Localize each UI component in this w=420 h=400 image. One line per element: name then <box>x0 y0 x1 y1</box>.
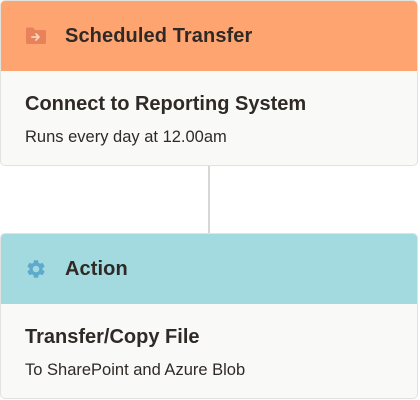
action-card-body: Transfer/Copy File To SharePoint and Azu… <box>1 304 417 380</box>
trigger-title: Connect to Reporting System <box>25 93 307 115</box>
trigger-card-body: Connect to Reporting System Runs every d… <box>1 71 417 147</box>
trigger-header-title: Scheduled Transfer <box>65 24 253 47</box>
action-card-header: Action <box>1 234 417 304</box>
folder-arrow-icon <box>25 25 47 47</box>
trigger-card[interactable]: Scheduled Transfer Connect to Reporting … <box>0 0 418 166</box>
action-card[interactable]: Action Transfer/Copy File To SharePoint … <box>0 233 418 399</box>
trigger-card-header: Scheduled Transfer <box>1 1 417 71</box>
action-title: Transfer/Copy File <box>25 326 200 348</box>
action-subtitle: To SharePoint and Azure Blob <box>25 361 246 379</box>
trigger-subtitle: Runs every day at 12.00am <box>25 128 227 146</box>
connector-line <box>208 166 210 233</box>
action-header-title: Action <box>65 257 128 280</box>
gear-icon <box>25 258 47 280</box>
